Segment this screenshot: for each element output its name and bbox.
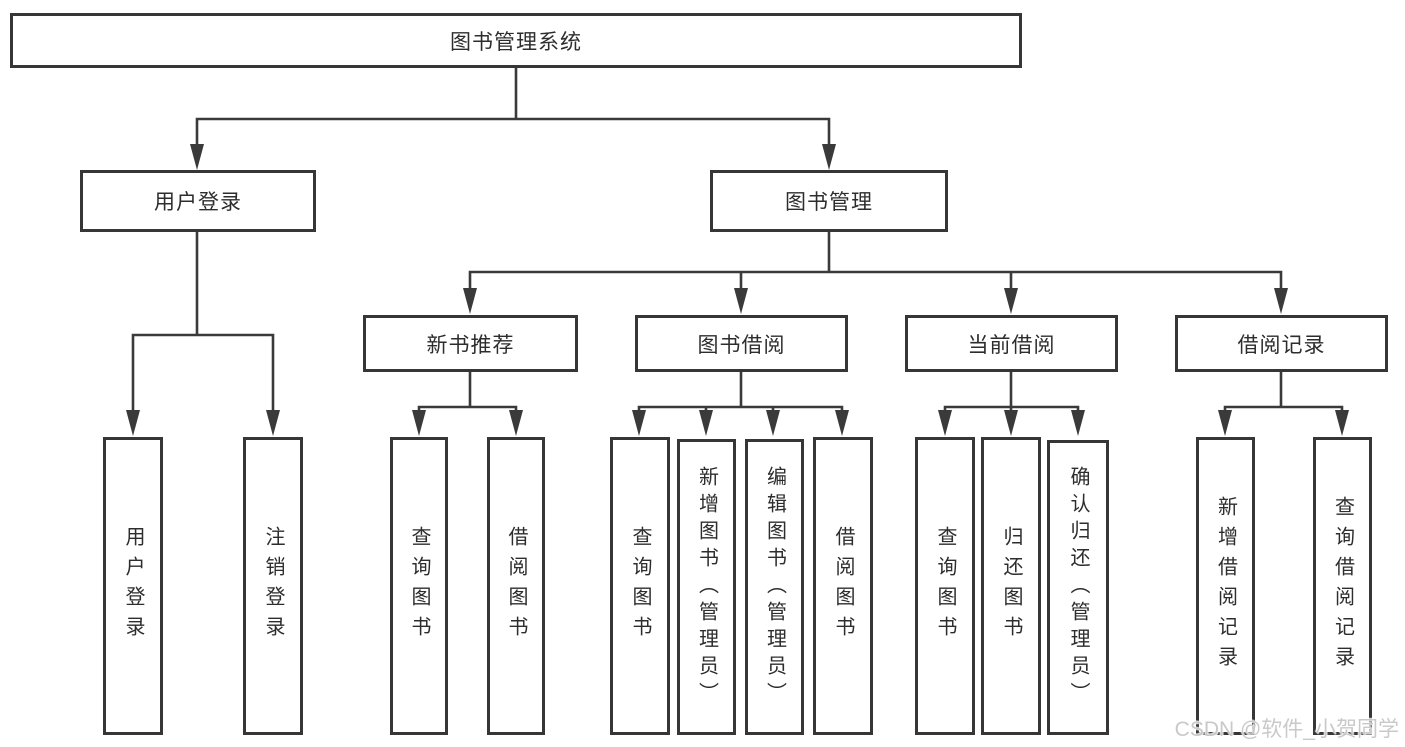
arrowhead-icon xyxy=(1071,410,1085,436)
arrowhead-icon xyxy=(1004,288,1018,314)
arrowhead-icon xyxy=(734,288,748,314)
csdn-watermark: CSDN @软件_小贺同学 xyxy=(1174,718,1399,741)
arrowhead-icon xyxy=(126,410,140,436)
leaf-confirm-return-admin: 确认归还（管理员） xyxy=(1047,440,1109,735)
leaf-add-books-admin: 新增图书（管理员） xyxy=(677,439,736,735)
leaf-return-books: 归还图书 xyxy=(981,437,1041,735)
leaf-return-books-label: 归还图书 xyxy=(1000,526,1022,646)
leaf-recommend-query-books: 查询图书 xyxy=(390,437,448,735)
arrowhead-icon xyxy=(835,410,849,436)
node-book-management-label: 图书管理 xyxy=(785,191,873,214)
arrowhead-icon xyxy=(822,144,836,170)
arrowhead-icon xyxy=(632,410,646,436)
arrowhead-icon xyxy=(766,410,780,436)
connector-current-leaves xyxy=(943,372,1080,414)
leaf-current-query-books-label: 查询图书 xyxy=(934,526,956,646)
leaf-edit-books-admin: 编辑图书（管理员） xyxy=(745,439,804,735)
leaf-borrow-query-books-label: 查询图书 xyxy=(629,526,651,646)
leaf-recommend-borrow-books-label: 借阅图书 xyxy=(505,526,527,646)
node-new-book-recommend-label: 新书推荐 xyxy=(426,333,515,357)
leaf-logout: 注销登录 xyxy=(243,437,303,735)
leaf-recommend-borrow-books: 借阅图书 xyxy=(487,437,545,735)
arrowhead-icon xyxy=(1335,410,1349,436)
node-user-login-label: 用户登录 xyxy=(154,191,242,214)
arrowhead-icon xyxy=(190,144,204,170)
connector-user-leaves xyxy=(131,232,275,414)
leaf-add-borrow-record-label: 新增借阅记录 xyxy=(1214,496,1237,676)
node-borrow-records-label: 借阅记录 xyxy=(1237,333,1326,357)
arrowhead-icon xyxy=(1218,410,1232,436)
connector-level3 xyxy=(468,232,1283,293)
node-book-management: 图书管理 xyxy=(710,170,948,232)
node-book-borrow: 图书借阅 xyxy=(635,315,848,372)
leaf-add-borrow-record: 新增借阅记录 xyxy=(1196,437,1255,735)
node-root-label: 图书管理系统 xyxy=(450,30,582,54)
arrowhead-icon xyxy=(509,410,523,436)
arrowhead-icon xyxy=(463,288,477,314)
leaf-user-login: 用户登录 xyxy=(103,437,163,735)
leaf-query-borrow-record-label: 查询借阅记录 xyxy=(1331,496,1354,676)
connector-borrow-leaves xyxy=(637,372,844,414)
arrowhead-icon xyxy=(938,410,952,436)
node-root: 图书管理系统 xyxy=(10,13,1022,68)
node-borrow-records: 借阅记录 xyxy=(1175,315,1388,372)
connector-recommend-leaves xyxy=(417,372,518,414)
leaf-confirm-return-admin-label: 确认归还（管理员） xyxy=(1067,466,1089,709)
leaf-borrow-query-books: 查询图书 xyxy=(610,437,670,735)
leaf-user-login-label: 用户登录 xyxy=(122,526,144,646)
leaf-edit-books-admin-label: 编辑图书（管理员） xyxy=(763,465,786,709)
leaf-logout-label: 注销登录 xyxy=(262,526,284,646)
node-current-borrow: 当前借阅 xyxy=(905,315,1118,372)
arrowhead-icon xyxy=(1274,288,1288,314)
leaf-current-query-books: 查询图书 xyxy=(915,437,975,735)
leaf-query-borrow-record: 查询借阅记录 xyxy=(1313,437,1372,735)
connector-level2 xyxy=(195,117,831,150)
node-current-borrow-label: 当前借阅 xyxy=(967,333,1056,357)
leaf-add-books-admin-label: 新增图书（管理员） xyxy=(695,465,718,709)
arrowhead-icon xyxy=(412,410,426,436)
arrowhead-icon xyxy=(699,410,713,436)
leaf-borrow-books: 借阅图书 xyxy=(813,437,873,735)
leaf-recommend-query-books-label: 查询图书 xyxy=(408,526,430,646)
node-book-borrow-label: 图书借阅 xyxy=(697,333,786,357)
leaf-borrow-books-label: 借阅图书 xyxy=(832,526,854,646)
connector-record-leaves xyxy=(1223,372,1344,414)
node-user-login: 用户登录 xyxy=(80,170,316,232)
arrowhead-icon xyxy=(266,410,280,436)
arrowhead-icon xyxy=(1004,410,1018,436)
node-new-book-recommend: 新书推荐 xyxy=(363,315,578,372)
